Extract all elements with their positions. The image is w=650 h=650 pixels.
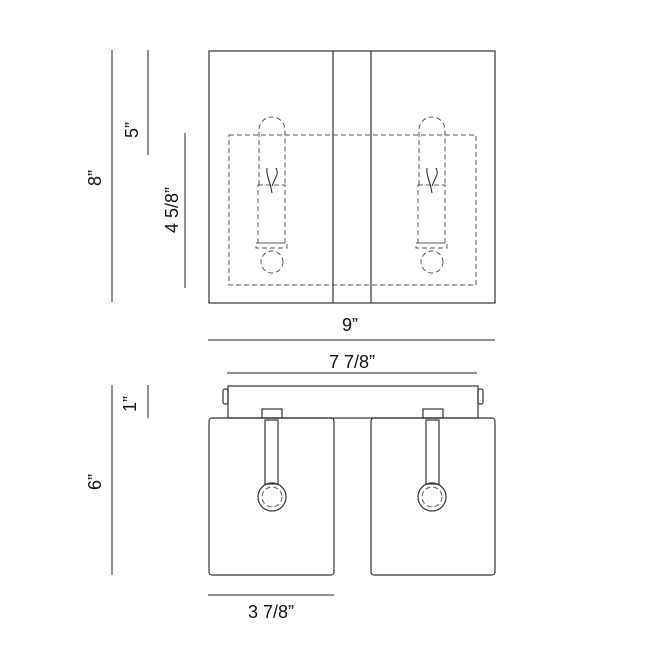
shade-right xyxy=(370,417,496,576)
dimension-overall-height: 8” xyxy=(85,170,105,186)
hidden-backplate xyxy=(228,134,477,286)
canopy-knob-left xyxy=(222,388,229,405)
dimension-overall-depth: 6” xyxy=(85,474,105,490)
dimension-shade-height: 5” xyxy=(122,122,142,138)
dimension-canopy-depth: 1” xyxy=(120,396,140,412)
bulb-left xyxy=(255,116,288,274)
canopy-knob-right xyxy=(477,388,484,405)
dimension-canopy-width: 7 7/8” xyxy=(329,352,375,372)
dimension-overall-width: 9” xyxy=(342,315,358,335)
front-view xyxy=(208,50,496,304)
front-shade-outline xyxy=(208,50,496,304)
dimension-shade-width: 3 7/8” xyxy=(248,602,294,622)
socket-left xyxy=(257,408,287,512)
socket-right xyxy=(417,408,447,512)
bottom-view xyxy=(208,385,496,576)
shade-left xyxy=(208,417,335,576)
bulb-right xyxy=(415,116,448,274)
canopy xyxy=(227,385,479,419)
dimension-glass-height: 4 5/8” xyxy=(162,187,182,233)
